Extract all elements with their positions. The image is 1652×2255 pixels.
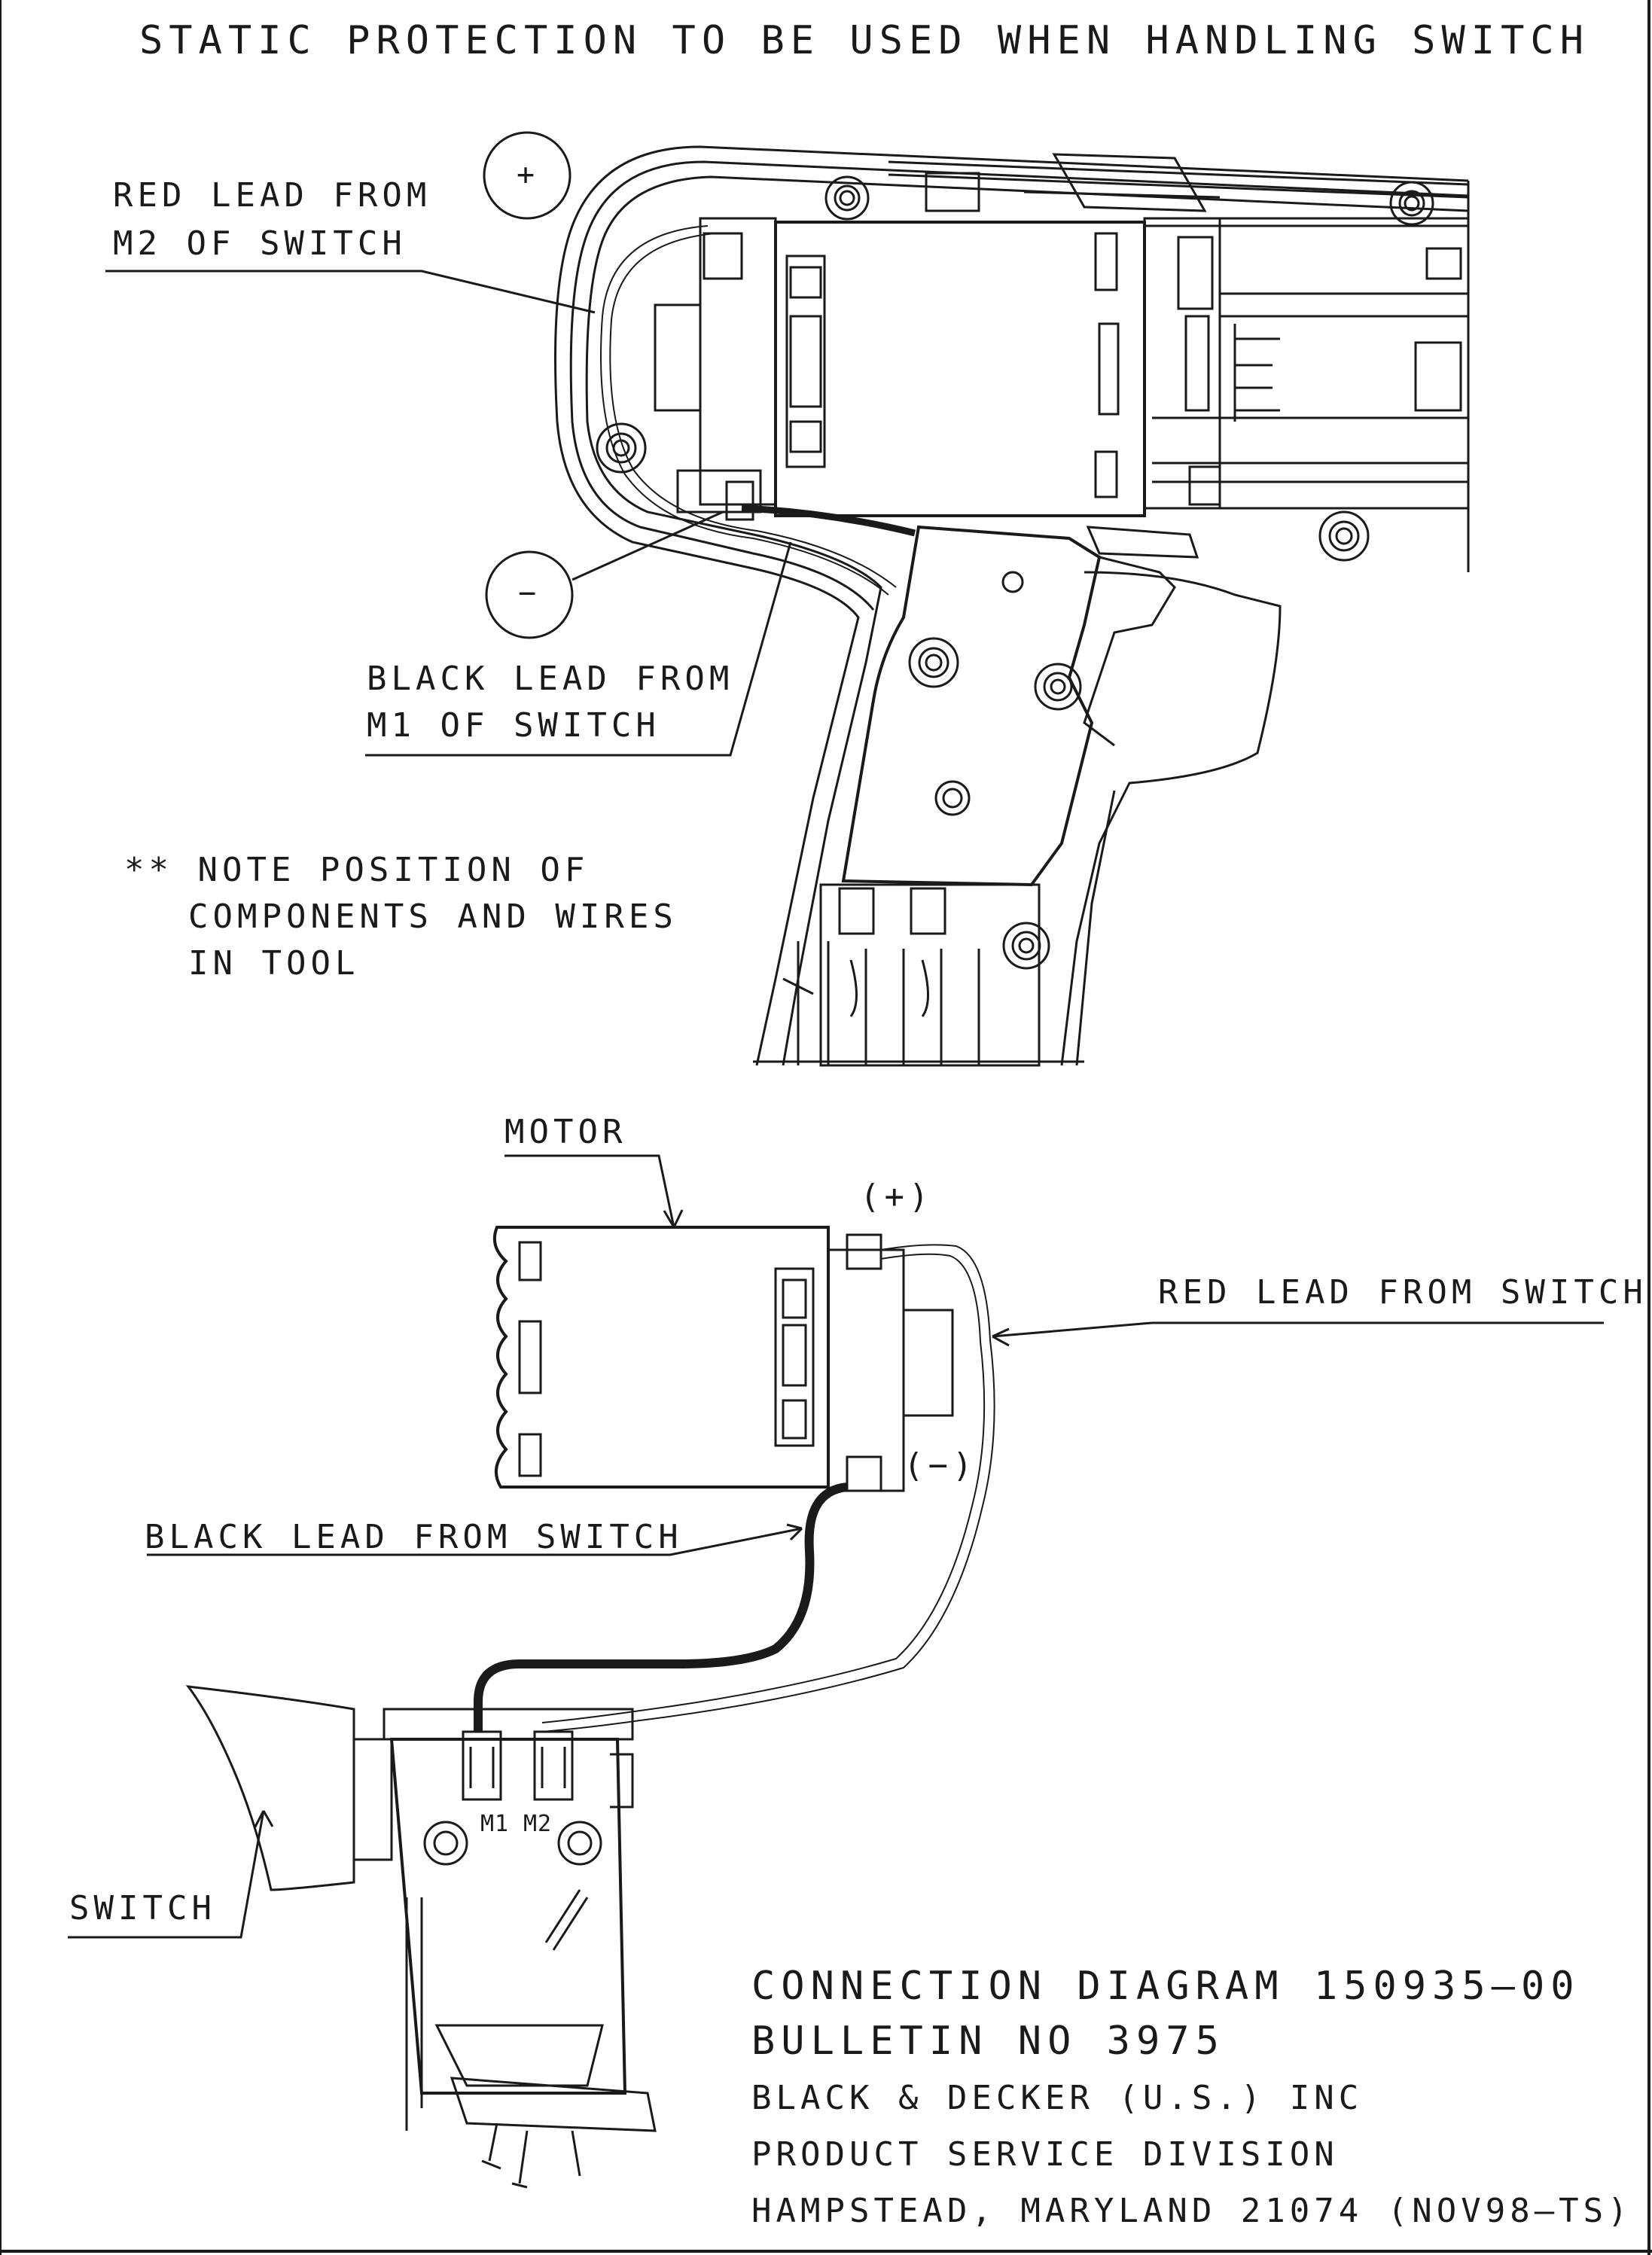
upper-plus-symbol: +	[517, 157, 535, 192]
upper-callouts	[105, 131, 792, 757]
lower-red-lead-label: RED LEAD FROM SWITCH	[1158, 1273, 1647, 1312]
lower-black-lead-label: BLACK LEAD FROM SWITCH	[145, 1518, 683, 1556]
lower-black-lead-wire	[474, 1483, 848, 1732]
lower-switch-drawing	[185, 1685, 657, 2189]
upper-black-lead-wire	[741, 504, 916, 537]
title-block-line5: HAMPSTEAD, MARYLAND 21074 (NOV98–TS)	[751, 2192, 1632, 2230]
upper-red-lead-wire	[600, 225, 897, 596]
upper-minus-symbol: −	[518, 576, 537, 611]
upper-black-lead-label-line1: BLACK LEAD FROM	[367, 660, 734, 698]
note-line2: COMPONENTS AND WIRES	[188, 897, 678, 936]
upper-red-lead-label-line2: M2 OF SWITCH	[113, 224, 407, 263]
title-block-line2: BULLETIN NO 3975	[751, 2019, 1225, 2064]
pin-m1-label: M1	[480, 1811, 510, 1837]
switch-label: SWITCH	[69, 1889, 216, 1927]
negative-circle	[485, 550, 574, 639]
header-title: STATIC PROTECTION TO BE USED WHEN HANDLI…	[139, 18, 1590, 63]
pin-m2-label: M2	[523, 1811, 553, 1837]
lower-motor-drawing	[493, 1226, 954, 1492]
lower-red-lead-wire	[541, 1244, 995, 1732]
title-block-line1: CONNECTION DIAGRAM 150935–00	[751, 1964, 1580, 2009]
note-line3: IN TOOL	[188, 944, 360, 983]
upper-red-lead-label-line1: RED LEAD FROM	[113, 176, 431, 215]
positive-circle	[483, 131, 571, 220]
motor-label: MOTOR	[504, 1113, 627, 1151]
title-block-line3: BLACK & DECKER (U.S.) INC	[751, 2079, 1364, 2117]
lower-callout-leaders	[68, 1154, 1604, 1939]
note-line1: ** NOTE POSITION OF	[124, 851, 590, 889]
tool-housing-drawing	[554, 145, 1470, 1067]
title-block-line4: PRODUCT SERVICE DIVISION	[751, 2135, 1339, 2174]
minus-terminal-label: (−)	[904, 1446, 977, 1485]
upper-black-lead-label-line2: M1 OF SWITCH	[367, 706, 660, 745]
plus-terminal-label: (+)	[860, 1178, 934, 1216]
